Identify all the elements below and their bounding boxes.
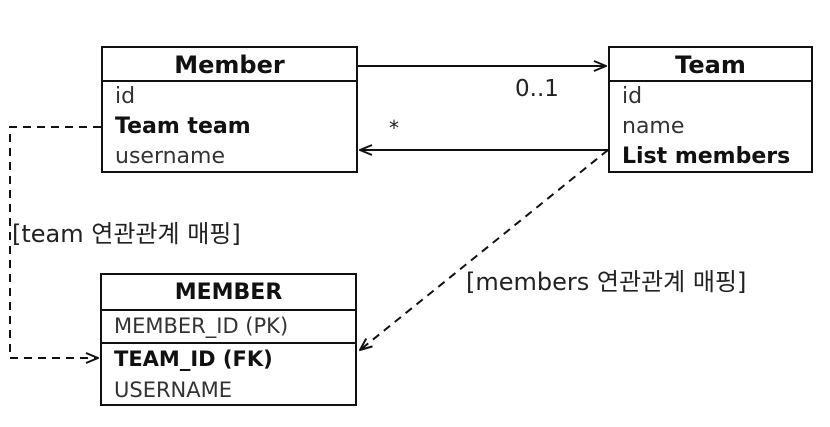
member-table-box: MEMBER MEMBER_ID (PK) TEAM_ID (FK) USERN… <box>100 273 357 406</box>
team-field-members: List members <box>622 144 791 169</box>
member-entity-box: Member id Team team username <box>101 46 358 173</box>
team-entity-title: Team <box>610 48 811 82</box>
member-field-username: username <box>115 144 225 169</box>
member-entity-title: Member <box>103 48 356 82</box>
member-table-pk-column: MEMBER_ID (PK) <box>102 311 355 344</box>
member-field-team: Team team <box>115 114 251 139</box>
team-field-name: name <box>622 114 685 139</box>
members-field-mapping-line <box>360 149 609 350</box>
team-entity-box: Team id name List members <box>608 46 813 173</box>
members-mapping-label: [members 연관관계 매핑] <box>466 268 747 296</box>
multiplicity-zero-to-one: 0..1 <box>515 76 559 102</box>
member-table-username-column: USERNAME <box>114 378 233 402</box>
member-table-fk-column: TEAM_ID (FK) <box>114 347 273 371</box>
team-field-mapping-line <box>9 126 101 358</box>
multiplicity-many: * <box>389 116 399 140</box>
member-table-title: MEMBER <box>102 275 355 311</box>
team-mapping-label: [team 연관관계 매핑] <box>12 220 241 248</box>
member-field-id: id <box>115 84 136 109</box>
team-field-id: id <box>622 84 643 109</box>
